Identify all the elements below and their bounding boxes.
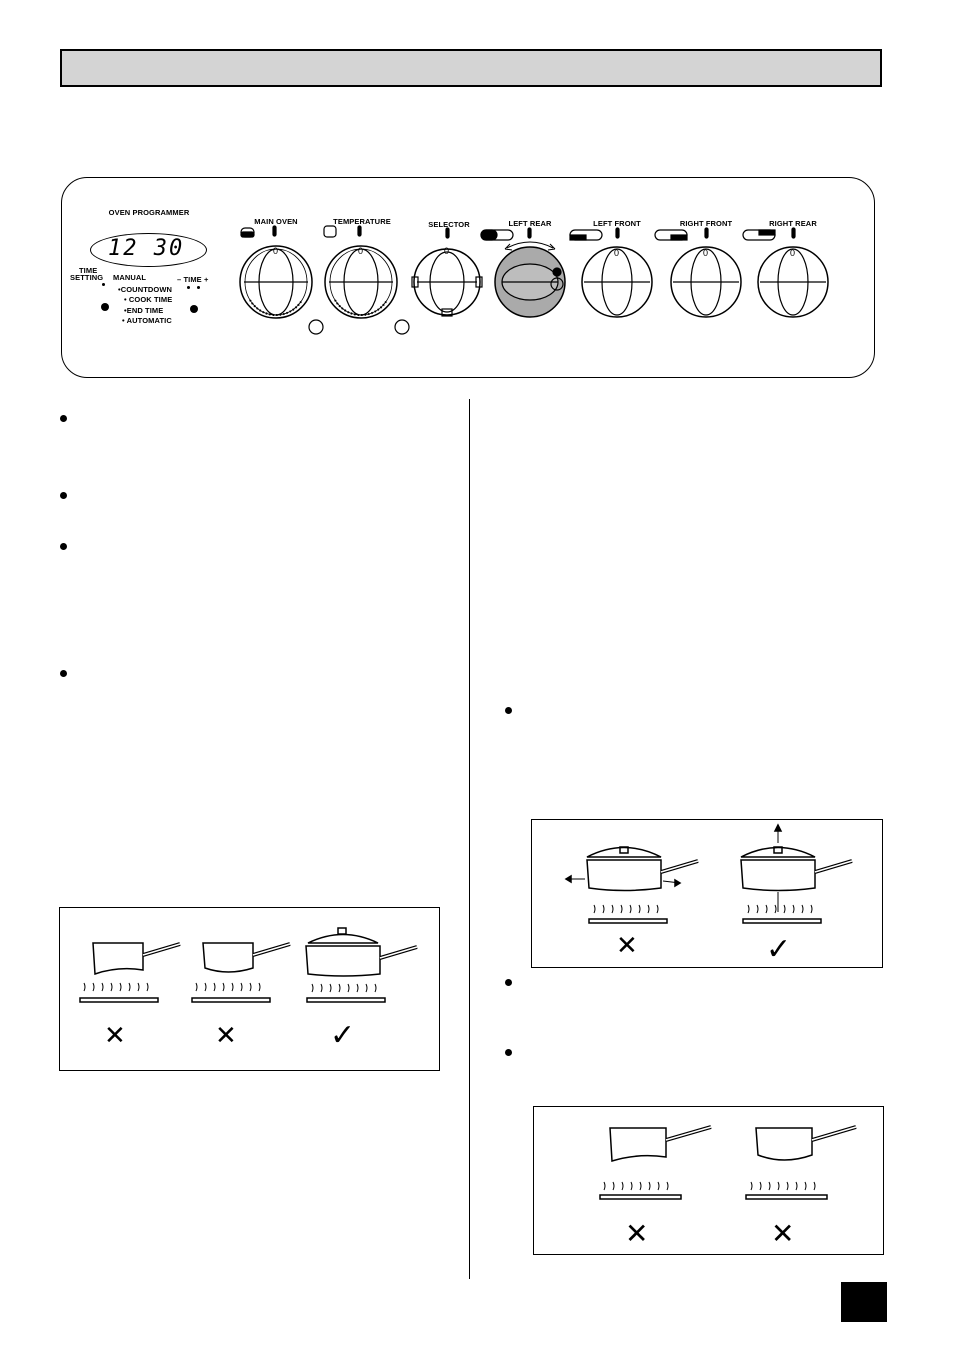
selector-label: SELECTOR (428, 220, 470, 229)
control-panel-illustration (61, 177, 875, 378)
mode-end-time: •END TIME (124, 306, 164, 315)
mode-countdown: •COUNTDOWN (118, 285, 173, 294)
right-rear-zone-icon (742, 229, 776, 241)
svg-text:0: 0 (790, 248, 795, 258)
bullet-icon (505, 1049, 512, 1056)
bullet-icon (60, 670, 67, 677)
thermometer-icon (323, 225, 337, 238)
bullet-icon (60, 415, 67, 422)
bullet-icon (60, 543, 67, 550)
oven-programmer-label: OVEN PROGRAMMER (108, 208, 190, 217)
time-setting-label-2: SETTING (70, 273, 104, 282)
left-front-zone-icon (569, 229, 603, 241)
main-oven-zero: 0 (273, 246, 278, 256)
cross-icon: ✕ (616, 930, 638, 960)
programmer-right-button[interactable] (190, 305, 198, 313)
cross-icon: ✕ (625, 1218, 649, 1249)
tick-icon: ✓ (766, 933, 792, 966)
control-knobs: 0 0 0 (239, 225, 829, 335)
oven-icon (240, 227, 255, 238)
programmer-left-button[interactable] (101, 303, 109, 311)
right-rear-label: RIGHT REAR (769, 219, 817, 228)
svg-text:0: 0 (358, 246, 363, 256)
bullet-icon (505, 707, 512, 714)
right-front-zone-icon (654, 229, 688, 241)
display-time: 12 30 (108, 236, 185, 261)
left-front-knob[interactable] (581, 246, 653, 318)
left-front-label: LEFT FRONT (593, 219, 641, 228)
main-oven-knob[interactable] (239, 245, 313, 319)
bullet-icon (60, 492, 67, 499)
mode-cook-time: • COOK TIME (124, 295, 173, 304)
cross-icon: ✕ (104, 1020, 126, 1050)
manual-label: MANUAL (113, 273, 147, 282)
right-front-knob[interactable] (670, 246, 742, 318)
pan-size-illustration: ✕ ✕ ✓ (59, 907, 440, 1071)
time-setting-label-1: TIME (79, 266, 98, 275)
svg-text:0: 0 (703, 248, 708, 258)
page-number-box (841, 1282, 887, 1322)
temperature-label: TEMPERATURE (333, 217, 391, 226)
lid-use-illustration: ✕ ✓ (531, 819, 883, 968)
time-minus-indicator (187, 286, 190, 289)
svg-text:0: 0 (444, 246, 449, 256)
time-setting-indicator (102, 283, 105, 286)
right-front-label: RIGHT FRONT (679, 219, 733, 228)
mode-automatic: • AUTOMATIC (122, 316, 172, 325)
svg-text:0: 0 (614, 248, 619, 258)
right-rear-knob[interactable] (757, 246, 829, 318)
main-oven-label: MAIN OVEN (254, 217, 298, 226)
selector-knob[interactable] (411, 248, 483, 317)
tick-icon: ✓ (330, 1019, 356, 1052)
column-divider (469, 399, 470, 1279)
left-rear-knob[interactable] (494, 246, 566, 318)
pan-base-illustration: ✕ ✕ (533, 1106, 884, 1255)
oven-indicator-lamp (308, 319, 324, 335)
thermostat-indicator-lamp (394, 319, 410, 335)
time-plus-indicator (197, 286, 200, 289)
cross-icon: ✕ (771, 1218, 795, 1249)
temperature-knob[interactable] (324, 245, 398, 319)
bullet-icon (505, 979, 512, 986)
programmer-display (90, 233, 207, 267)
header-bar (60, 49, 882, 87)
time-adjust-label: – TIME + (177, 275, 209, 284)
main-oven-pointer (272, 225, 277, 237)
left-rear-label: LEFT REAR (508, 219, 552, 228)
left-rear-zone-icon (480, 229, 514, 241)
cross-icon: ✕ (215, 1020, 237, 1050)
